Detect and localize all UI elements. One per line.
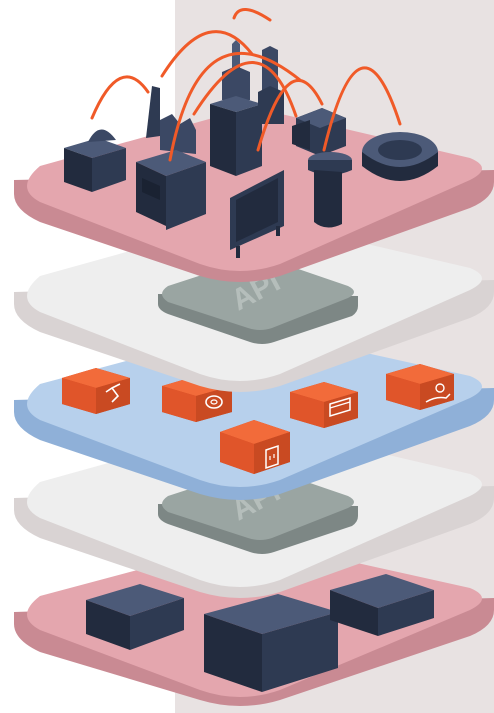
bottom-platform-layer <box>14 543 494 706</box>
stadium-building <box>362 132 438 181</box>
city-platform-layer <box>14 8 494 282</box>
silo-structure <box>308 152 352 228</box>
navy-block <box>86 584 184 650</box>
factory-building <box>136 86 206 230</box>
navy-block <box>330 574 434 636</box>
services-platform-layer <box>14 331 494 500</box>
card-icon <box>290 382 358 428</box>
dome-building <box>64 129 126 192</box>
link-icon <box>62 368 130 414</box>
hand-coin-icon <box>386 364 454 410</box>
connection-arcs <box>90 8 402 162</box>
api-layer-upper: API <box>14 221 494 392</box>
mobile-icon <box>220 420 290 474</box>
navy-block <box>204 594 338 692</box>
billboard-structure <box>230 170 284 258</box>
tower-building <box>210 40 262 176</box>
